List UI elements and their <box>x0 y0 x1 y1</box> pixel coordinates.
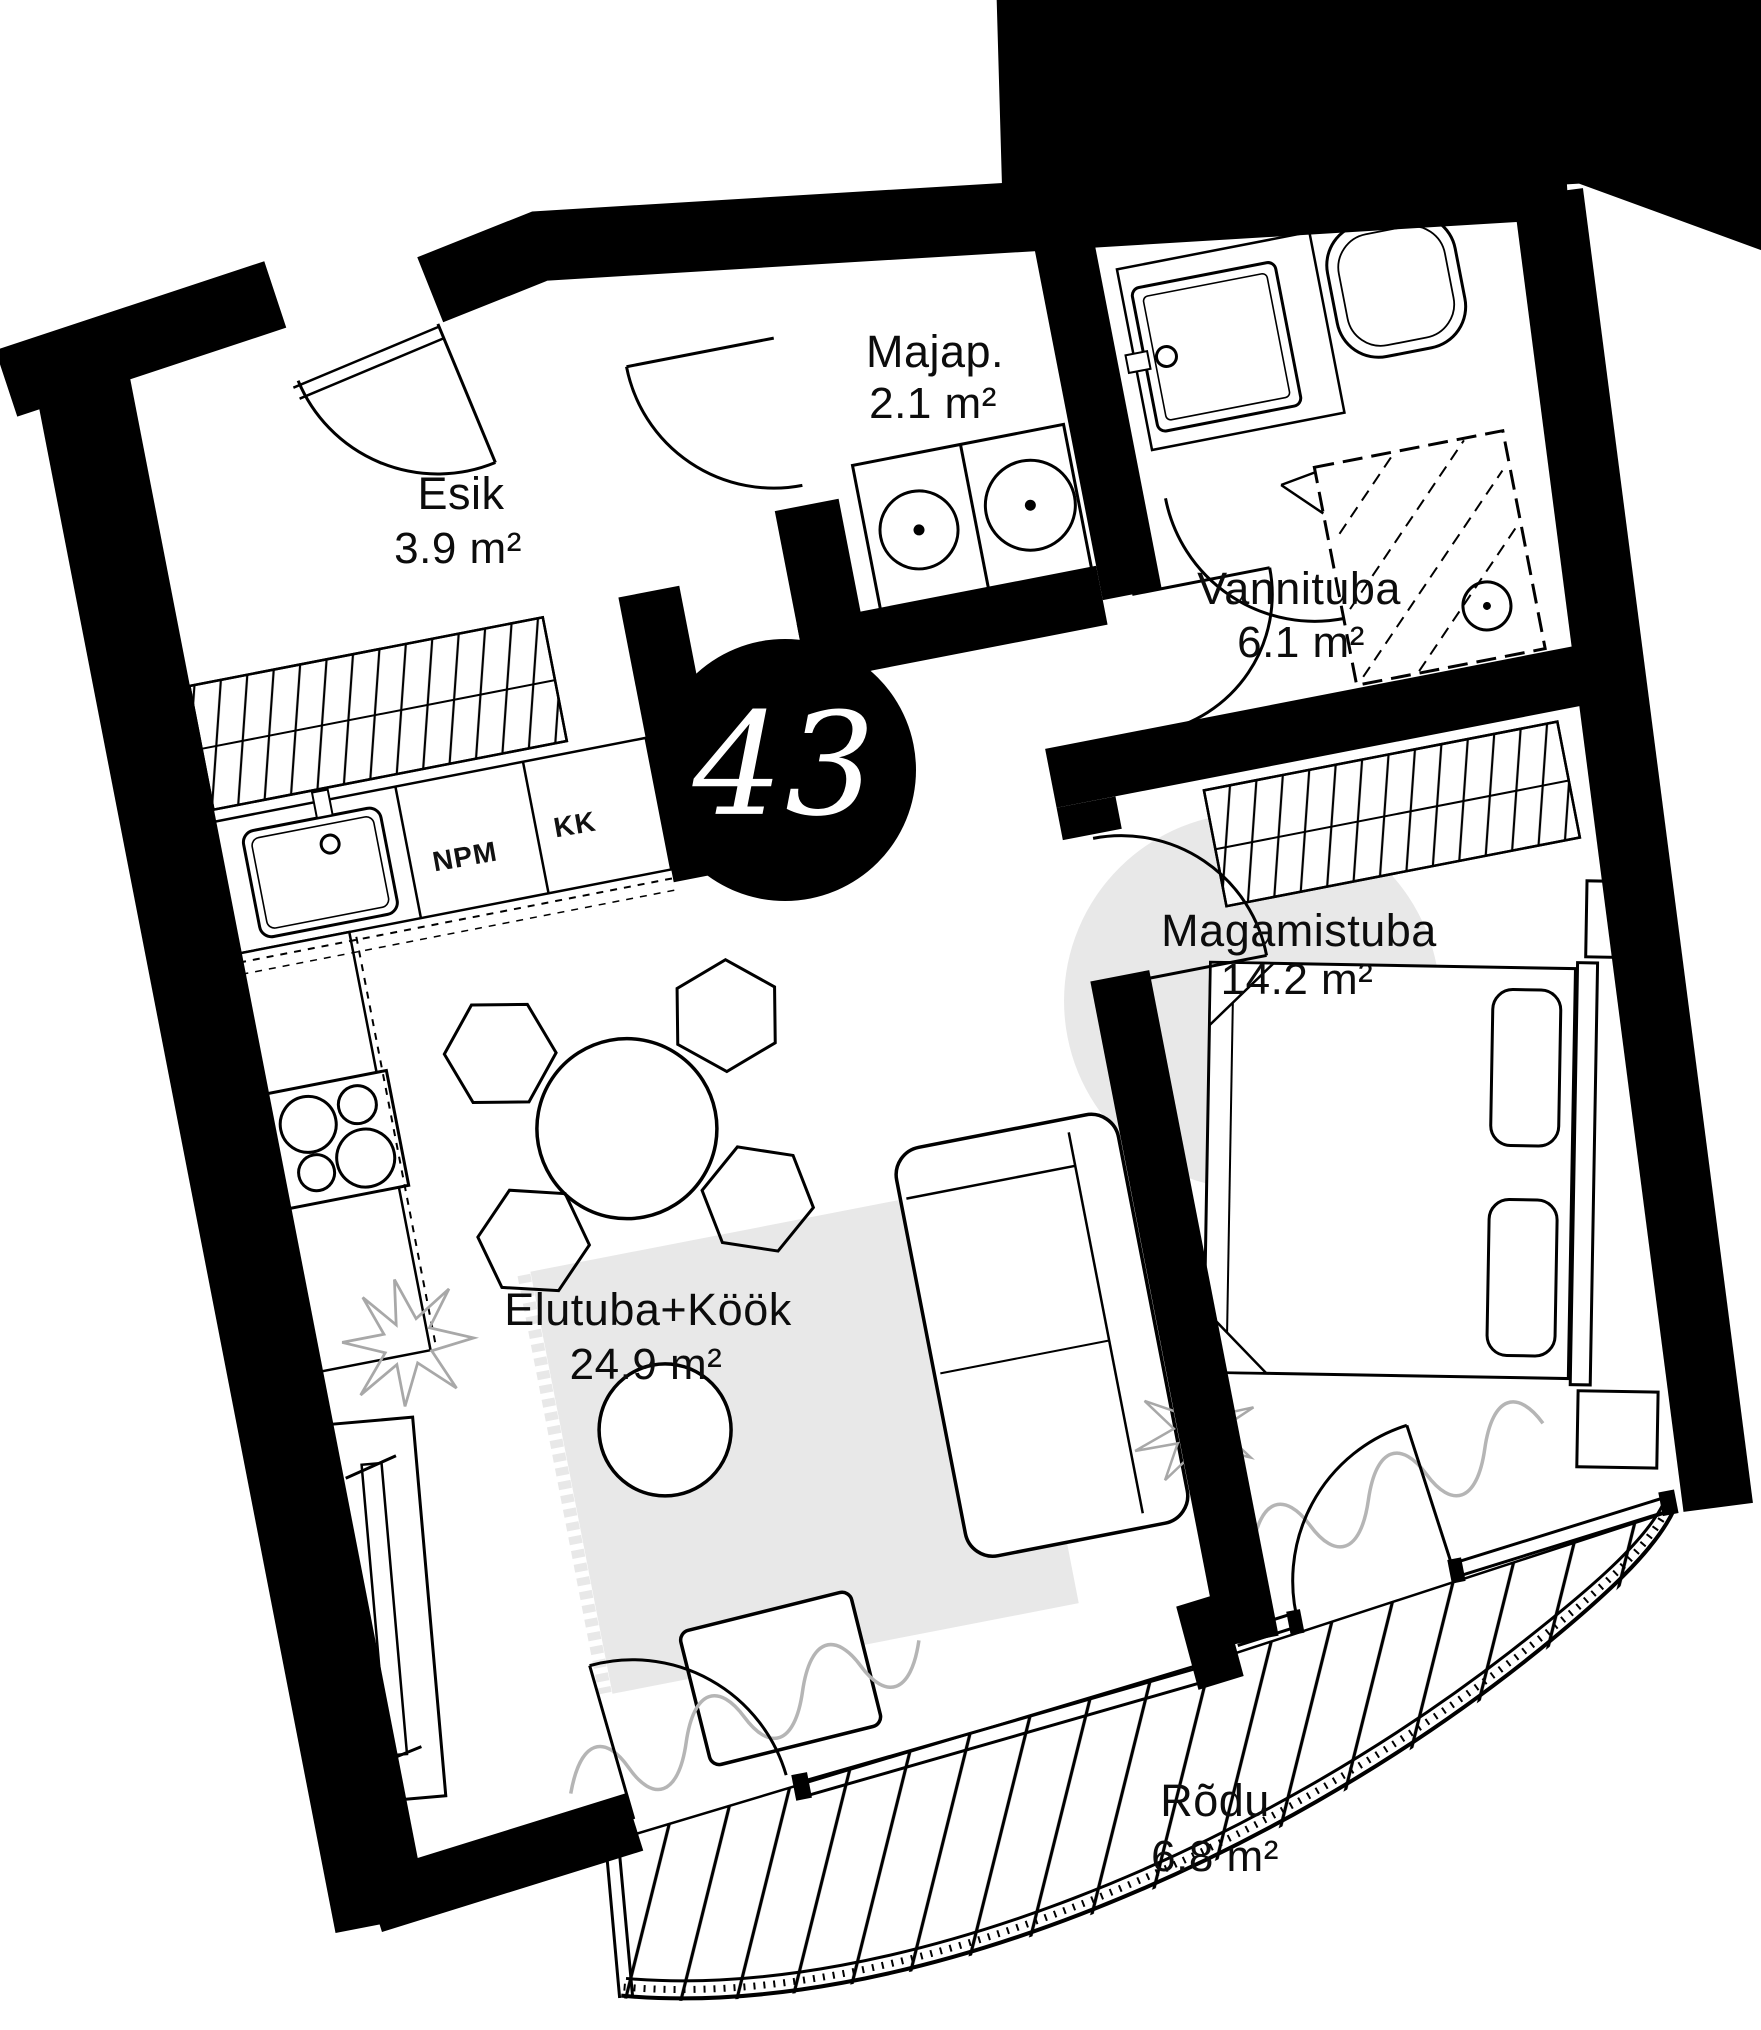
bedroom-wardrobe <box>1202 720 1582 908</box>
doors <box>292 323 1458 1820</box>
chair <box>476 1188 592 1293</box>
room-label-magamistuba-area: 14.2 m² <box>1220 955 1374 1004</box>
apartment-badge <box>654 639 916 901</box>
kitchen-dashed-edges <box>238 877 676 1348</box>
window-bands <box>791 1489 1679 1801</box>
balcony <box>566 1504 1736 2029</box>
bedroom-balcony-door-leaf <box>1405 1424 1458 1578</box>
chair <box>675 958 777 1074</box>
bedroom-door-leaf <box>1121 953 1267 986</box>
utility-door-arc <box>625 366 803 490</box>
room-label-magamistuba-name: Magamistuba <box>1161 905 1437 956</box>
chair <box>442 1002 558 1105</box>
living-balcony-door-leaf <box>588 1665 636 1820</box>
kitchen-counters <box>210 736 673 1374</box>
dining-set <box>442 958 816 1293</box>
room-label-rodu-area: 6.8 m² <box>1151 1832 1279 1881</box>
balcony-railing-inner <box>625 1504 1665 1983</box>
apartment-number: 43 <box>692 682 878 848</box>
shower-door-arc <box>1164 498 1345 623</box>
pillow <box>1485 1198 1559 1358</box>
room-label-vannituba-area: 6.1 m² <box>1237 618 1365 667</box>
entrance-door-leaf <box>436 323 497 464</box>
sofa <box>894 1112 1190 1558</box>
room-label-majap-name: Majap. <box>865 326 1005 377</box>
balcony-railing-beads <box>623 1505 1672 1993</box>
bedroom-door-arc <box>1092 834 1269 956</box>
shower-drain <box>1461 580 1513 632</box>
living-balcony-door-arc <box>589 1658 788 1776</box>
room-label-elutuba-area: 24.9 m² <box>569 1340 723 1389</box>
pillow <box>1489 988 1563 1148</box>
bedroom-balcony-door-arc <box>1291 1423 1408 1627</box>
room-label-majap-area: 2.1 m² <box>869 379 997 428</box>
headboard <box>1568 961 1600 1387</box>
room-label-vannituba-name: Vannituba <box>1197 563 1401 614</box>
shower <box>1164 428 1547 688</box>
room-label-esik-area: 3.9 m² <box>394 524 522 573</box>
ottoman <box>678 1590 883 1767</box>
coffee-table <box>597 1362 733 1498</box>
balcony-railing-outer <box>621 1509 1676 2001</box>
toilet <box>1325 199 1468 359</box>
room-label-elutuba-name: Elutuba+Köök <box>504 1284 792 1335</box>
bathroom-door-arc <box>1158 567 1274 734</box>
bed <box>1201 960 1578 1381</box>
nightstand <box>1575 1389 1660 1470</box>
entrance-door-arc <box>296 380 496 476</box>
top-right-wedge <box>983 0 1761 336</box>
room-label-rodu-name: Rõdu <box>1160 1775 1270 1826</box>
utility-door-leaf <box>626 336 775 369</box>
bathroom-door-leaf <box>1131 566 1270 596</box>
curtain-waves <box>569 1400 1545 1794</box>
room-label-esik-name: Esik <box>417 468 505 519</box>
walls <box>0 0 1761 1934</box>
bathroom-sink <box>1115 230 1346 452</box>
chair <box>700 1145 816 1253</box>
dining-table <box>535 1036 719 1221</box>
